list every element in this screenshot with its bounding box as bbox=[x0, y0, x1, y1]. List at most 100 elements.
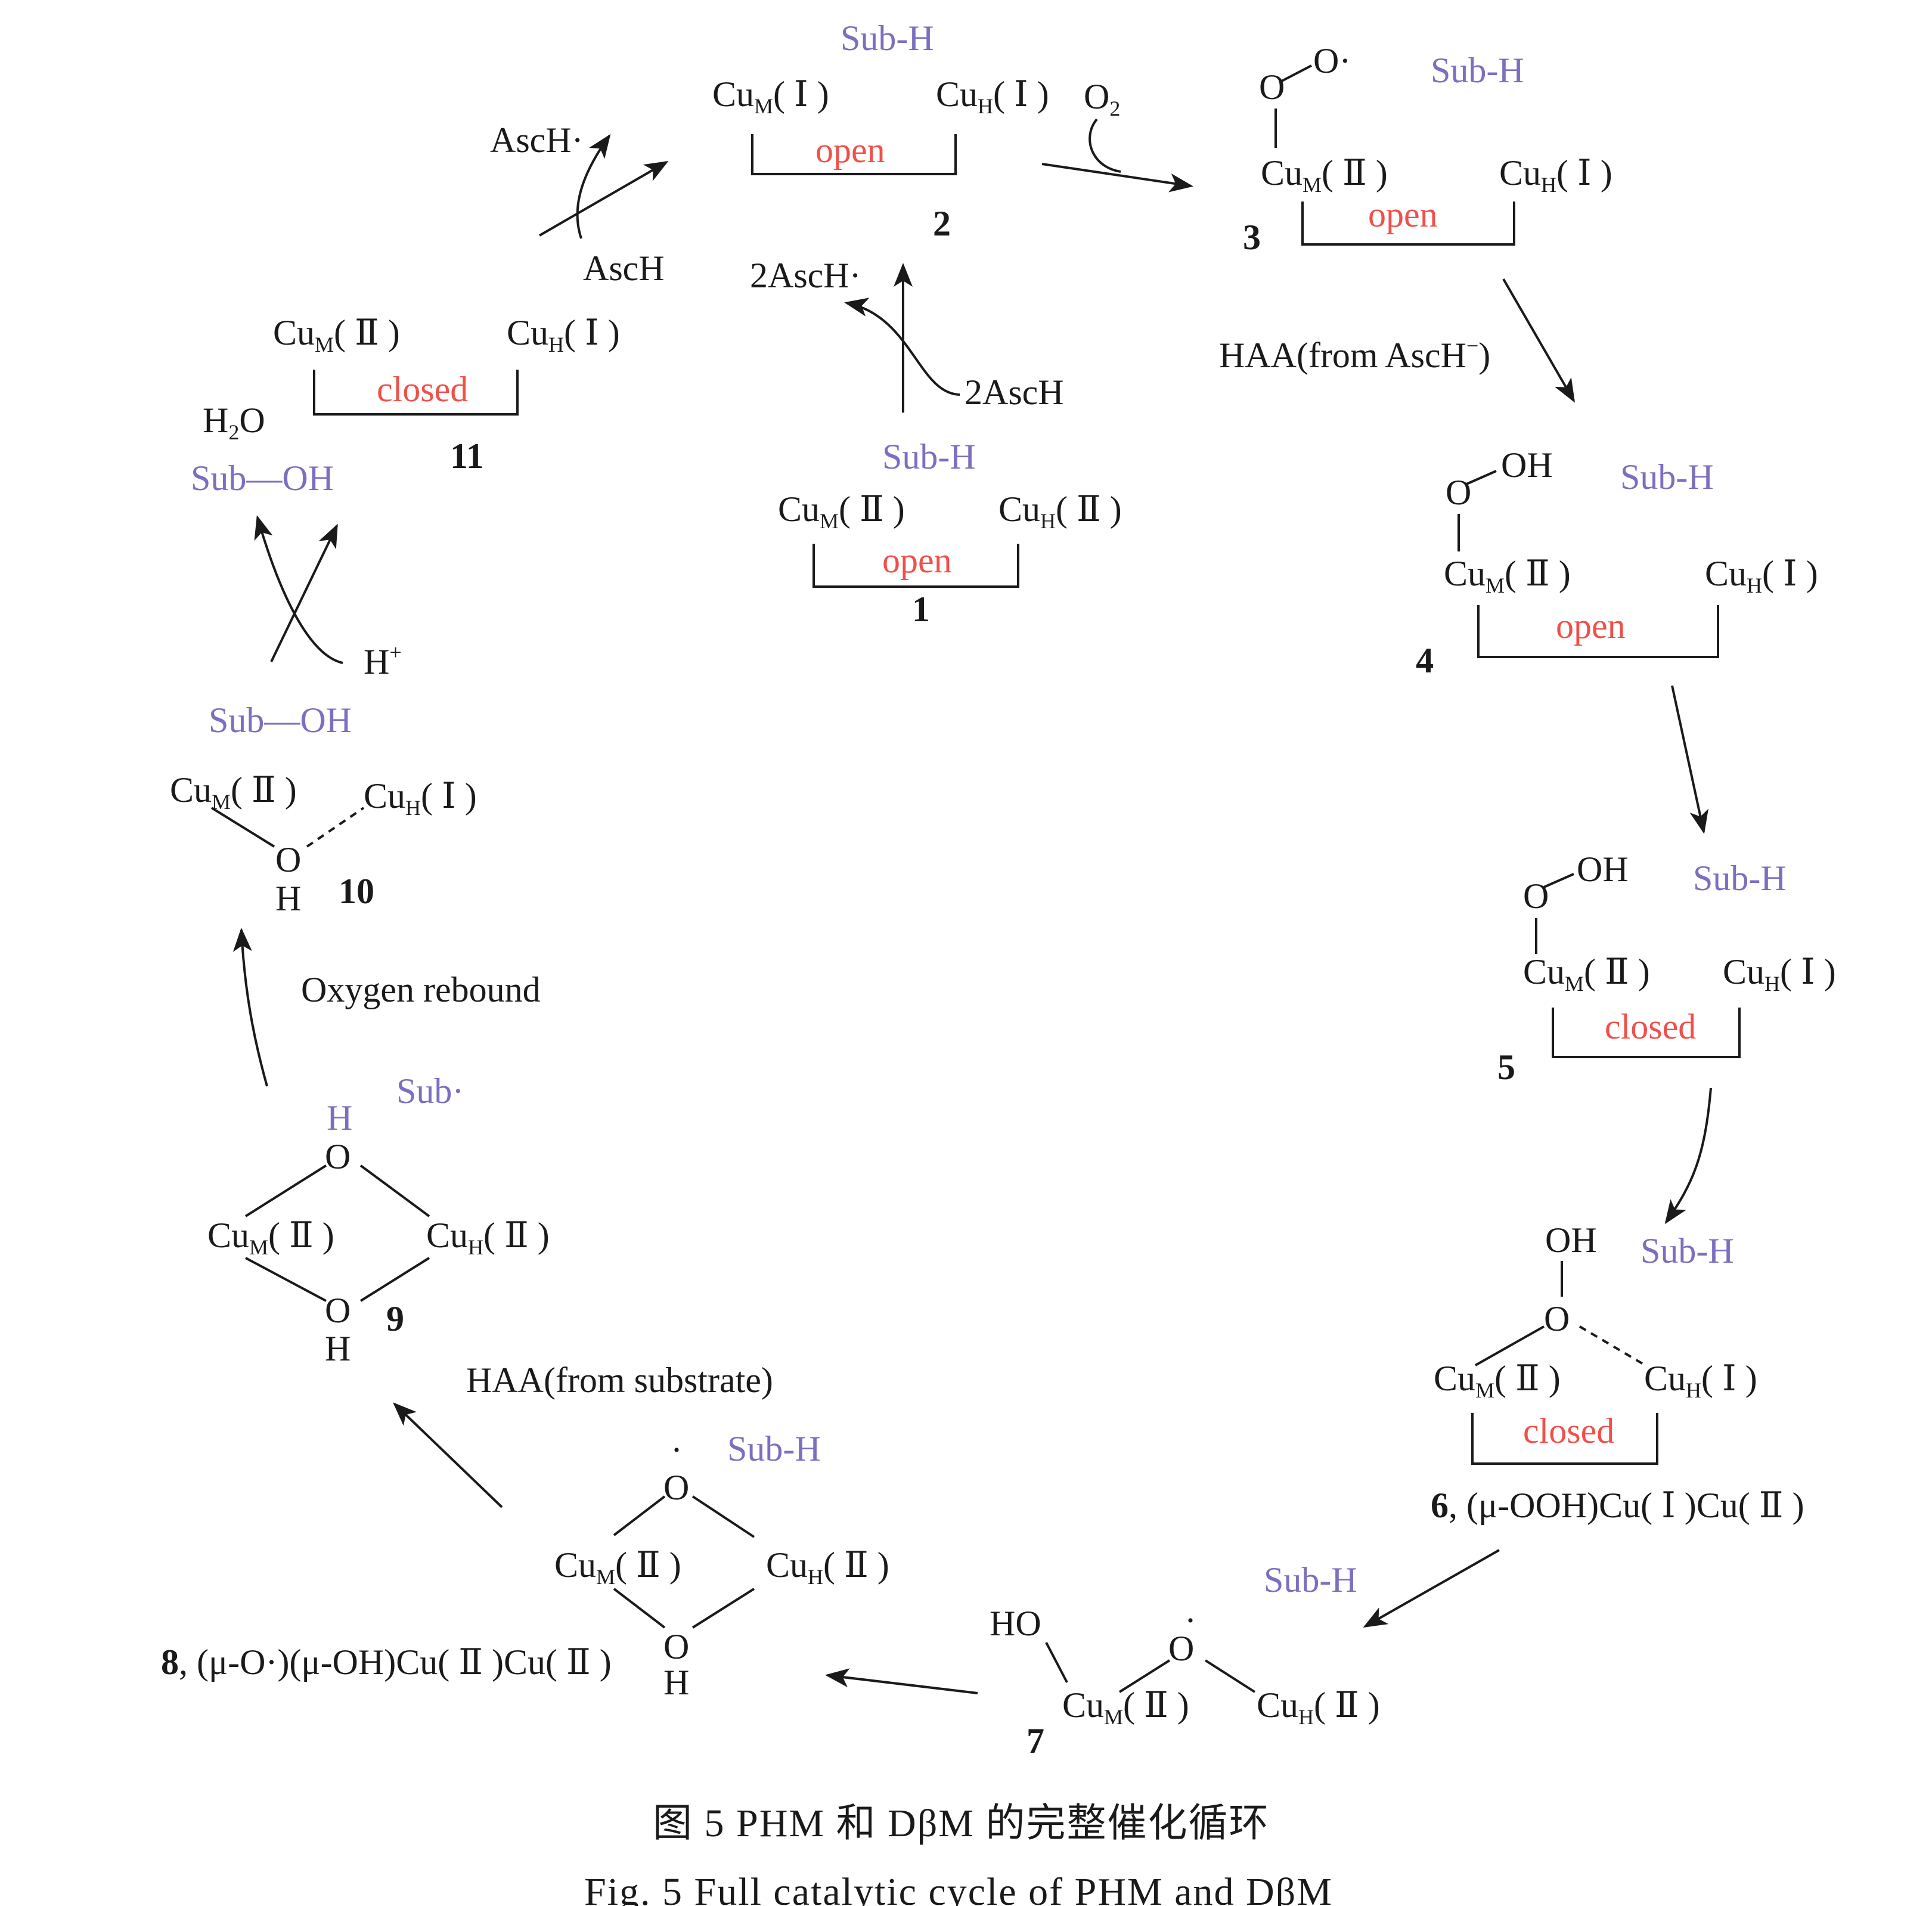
conformation-label: closed bbox=[1605, 1007, 1696, 1046]
bracket bbox=[1471, 1413, 1658, 1465]
step-label: HAA(from AscH−) bbox=[1219, 334, 1490, 375]
conformation-label: closed bbox=[1523, 1411, 1614, 1451]
product-release-step: H+ Sub—OH H2O bbox=[191, 401, 402, 681]
o-atom: O bbox=[1446, 473, 1471, 512]
species-number: 10 bbox=[339, 872, 374, 911]
substrate-label: Sub-H bbox=[1264, 1560, 1357, 1600]
cu-m-label: CuM( Ⅱ ) bbox=[554, 1545, 681, 1589]
reagent-input: 2AscH bbox=[965, 373, 1064, 412]
substrate-label: Sub-H bbox=[1620, 457, 1714, 497]
radical-dot: · bbox=[671, 1430, 683, 1470]
water-label: H2O bbox=[203, 401, 265, 444]
hydroxyl-h: H bbox=[325, 1329, 351, 1368]
o-radical: O· bbox=[1313, 41, 1351, 80]
species-4: O OH Sub-H CuM( Ⅱ ) CuH( Ⅰ ) open 4 bbox=[1416, 445, 1818, 680]
oh-group: OH bbox=[1545, 1220, 1597, 1260]
cu-h-label: CuH( Ⅱ ) bbox=[766, 1545, 889, 1589]
conformation-label: open bbox=[815, 131, 885, 170]
cu-h-label: CuH( Ⅰ ) bbox=[364, 776, 477, 820]
cu-m-label: CuM( Ⅱ ) bbox=[1444, 554, 1571, 597]
ho-group: HO bbox=[990, 1604, 1041, 1643]
cu-m-label: CuM( Ⅱ ) bbox=[1261, 153, 1388, 197]
substrate-product-label: Sub—OH bbox=[209, 701, 352, 740]
conformation-label: open bbox=[1556, 606, 1626, 646]
haa-substrate-step: HAA(from substrate) bbox=[393, 1360, 773, 1508]
cu-h-label: CuH( Ⅰ ) bbox=[507, 313, 620, 357]
oh-group: OH bbox=[1501, 445, 1553, 485]
cu-h-label: CuH( Ⅰ ) bbox=[1499, 153, 1612, 197]
species-11: CuM( Ⅱ ) CuH( Ⅰ ) closed 11 bbox=[273, 313, 620, 476]
species-number: 2 bbox=[933, 204, 951, 243]
released-product: Sub—OH bbox=[191, 458, 334, 498]
bridging-o-top: O bbox=[325, 1137, 351, 1176]
bracket bbox=[1552, 1008, 1741, 1058]
species-3: O O· Sub-H CuM( Ⅱ ) CuH( Ⅰ ) open 3 bbox=[1243, 41, 1612, 257]
species-label: 8, (μ-O·)(μ-OH)Cu( Ⅱ )Cu( Ⅱ ) bbox=[161, 1642, 612, 1682]
substrate-label: Sub-H bbox=[1693, 859, 1787, 898]
bracket bbox=[1301, 202, 1515, 246]
cu-h-label: CuH( Ⅰ ) bbox=[1723, 952, 1836, 996]
step-label: Oxygen rebound bbox=[301, 970, 541, 1009]
step-label: HAA(from substrate) bbox=[466, 1360, 773, 1400]
substrate-label: Sub-H bbox=[727, 1429, 821, 1468]
species-7: Sub-H · O HO CuM( Ⅱ ) CuH( Ⅱ ) 7 bbox=[990, 1560, 1380, 1761]
species-number: 11 bbox=[450, 436, 484, 476]
species-10: Sub—OH CuM( Ⅱ ) CuH( Ⅰ ) O H 10 bbox=[170, 701, 477, 918]
cu-m-label: CuM( Ⅱ ) bbox=[1523, 952, 1650, 996]
species-8: Sub-H · O CuM( Ⅱ ) CuH( Ⅱ ) O H 8, (μ-O·… bbox=[161, 1429, 889, 1702]
substrate-label: Sub-H bbox=[1641, 1231, 1734, 1270]
cu-h-label: CuH( Ⅱ ) bbox=[426, 1216, 550, 1259]
bridging-o-bottom: O bbox=[325, 1291, 351, 1330]
species-label: 6, (μ-OOH)Cu( Ⅰ )Cu( Ⅱ ) bbox=[1431, 1486, 1804, 1525]
cu-m-label: CuM( Ⅱ ) bbox=[1434, 1359, 1561, 1402]
species-number: 4 bbox=[1416, 641, 1434, 680]
species-9: Sub· H O CuM( Ⅱ ) CuH( Ⅱ ) O H 9 bbox=[207, 1071, 550, 1368]
species-number: 7 bbox=[1027, 1721, 1044, 1761]
bridging-o: O bbox=[1544, 1299, 1570, 1338]
species-number: 9 bbox=[386, 1299, 404, 1338]
conformation-label: open bbox=[1368, 195, 1438, 234]
cu-m-label: CuM( Ⅱ ) bbox=[778, 489, 905, 533]
proton-label: H+ bbox=[364, 640, 402, 681]
cu-m-label: CuM( Ⅱ ) bbox=[273, 313, 400, 357]
cu-m-label: CuM( Ⅱ ) bbox=[170, 770, 297, 814]
cu-h-label: CuH( Ⅱ ) bbox=[1257, 1685, 1380, 1729]
oh-group: OH bbox=[1577, 850, 1629, 889]
reagent-product: 2AscH· bbox=[750, 256, 861, 295]
substrate-label: Sub-H bbox=[882, 437, 976, 476]
bracket bbox=[1477, 605, 1719, 658]
bridging-o-top: O bbox=[663, 1468, 689, 1507]
hydroxyl-h: H bbox=[663, 1663, 689, 1702]
cu-h-label: CuH( Ⅰ ) bbox=[1705, 554, 1818, 597]
o-atom: O bbox=[1523, 876, 1549, 916]
cu-h-label: CuH( Ⅰ ) bbox=[1644, 1359, 1757, 1402]
caption-english: Fig. 5 Full catalytic cycle of PHM and D… bbox=[584, 1870, 1333, 1906]
arrow-5-to-6 bbox=[1664, 1087, 1712, 1225]
reduction-step-11-to-2: AscH· AscH bbox=[490, 120, 669, 288]
substrate-label: Sub-H bbox=[1431, 51, 1524, 90]
substrate-label: Sub-H bbox=[841, 18, 934, 58]
cu-h-label: CuH( Ⅰ ) bbox=[936, 75, 1049, 118]
arrow-7-to-8 bbox=[825, 1668, 978, 1694]
conformation-label: closed bbox=[377, 370, 468, 409]
cu-h-label: CuH( Ⅱ ) bbox=[998, 489, 1122, 533]
bracket bbox=[751, 134, 957, 175]
cu-m-label: CuM( Ⅱ ) bbox=[207, 1216, 334, 1259]
hydroxyl-h: H bbox=[275, 879, 301, 918]
reagent-input: AscH bbox=[583, 249, 665, 288]
haa-ascorbate-step: HAA(from AscH−) bbox=[1219, 278, 1576, 403]
bracket bbox=[313, 370, 519, 416]
substrate-radical-label: Sub· bbox=[396, 1071, 464, 1111]
species-number: 5 bbox=[1497, 1047, 1515, 1087]
bridging-o: O bbox=[275, 840, 301, 879]
species-6: OH Sub-H O CuM( Ⅱ ) CuH( Ⅰ ) closed 6, (… bbox=[1431, 1220, 1804, 1525]
reagent-product: AscH· bbox=[490, 120, 584, 160]
o-atom: O bbox=[1259, 67, 1285, 107]
radical-dot: · bbox=[1184, 1601, 1196, 1640]
side-arrow bbox=[844, 297, 960, 396]
species-number: 3 bbox=[1243, 218, 1261, 257]
bridging-o-bottom: O bbox=[663, 1627, 689, 1666]
species-number: 1 bbox=[912, 590, 930, 629]
species-1: Sub-H CuM( Ⅱ ) CuH( Ⅱ ) open 1 bbox=[778, 437, 1122, 629]
